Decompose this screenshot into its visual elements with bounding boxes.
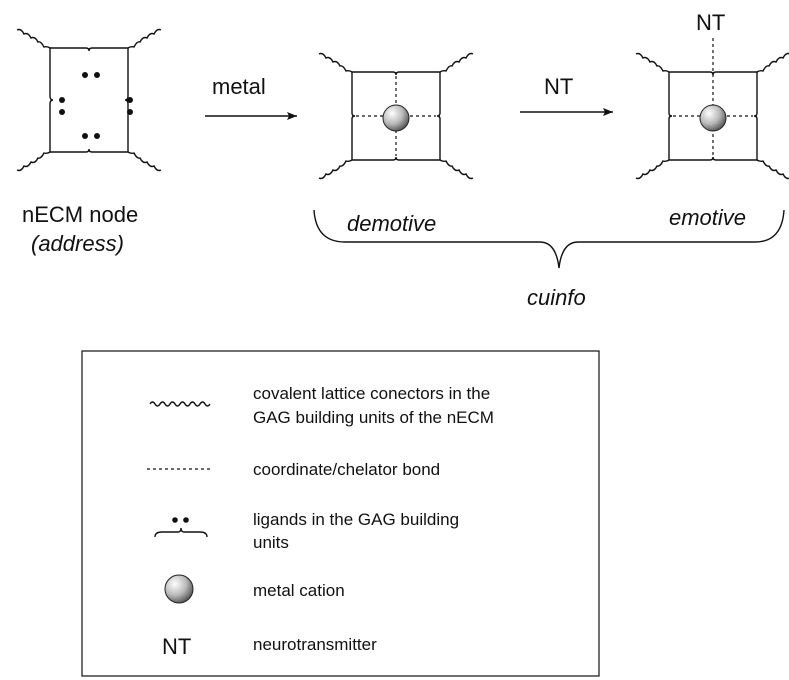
node-label: nECM node (22, 202, 138, 227)
emotive-label: emotive (669, 205, 746, 230)
nt-arrow-label: NT (544, 74, 573, 99)
legend-nt-symbol: NT (162, 634, 191, 659)
emotive-node-structure (635, 38, 789, 180)
legend-item-3-line-2: units (253, 533, 289, 552)
legend-item-1-line-2: GAG building units of the nECM (253, 408, 494, 427)
cuinfo-brace (313, 209, 785, 269)
necm-node-structure (16, 28, 162, 172)
legend-item-5-line-1: neurotransmitter (253, 635, 377, 654)
legend-item-2-line-1: coordinate/chelator bond (253, 460, 440, 479)
demotive-node-structure (318, 52, 474, 180)
legend-box: covalent lattice conectors in the GAG bu… (81, 350, 600, 677)
legend-item-3-line-1: ligands in the GAG building (253, 510, 459, 529)
legend-item-1-line-1: covalent lattice conectors in the (253, 384, 490, 403)
demotive-label: demotive (347, 211, 436, 236)
metal-sphere-icon (164, 574, 194, 604)
ligand-brace-icon (154, 517, 208, 538)
nt-arrow (520, 108, 613, 116)
metal-arrow-label: metal (212, 74, 266, 99)
cuinfo-label: cuinfo (527, 285, 586, 310)
top-nt-label: NT (696, 10, 725, 35)
legend-item-4-line-1: metal cation (253, 581, 345, 600)
wavy-line-icon (149, 401, 211, 407)
node-sublabel: (address) (31, 231, 124, 256)
metal-arrow (205, 112, 297, 120)
